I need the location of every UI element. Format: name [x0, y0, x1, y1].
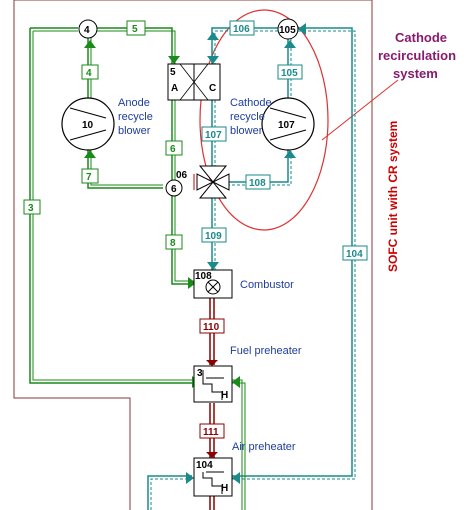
arrow-down-stream5: [168, 56, 180, 64]
arrow-left-stream104-top: [298, 23, 306, 35]
cathode-recycle-blower[interactable]: 107: [261, 97, 315, 151]
arrow-up-stream7: [84, 150, 96, 158]
stream-8: 8: [170, 238, 176, 249]
anode-recycle-blower[interactable]: 10: [61, 97, 115, 151]
component-labels: Anode recycle blower Cathode recycle blo…: [118, 30, 456, 453]
stream-105: 105: [281, 68, 298, 79]
node-6-label: 6: [171, 184, 177, 195]
combustor-id: 108: [195, 271, 212, 282]
fuel-cell-anode: A: [171, 83, 178, 94]
arrow-up-stream4: [84, 40, 96, 48]
air-hx-id: 104: [196, 460, 213, 471]
cathode-blower-label-1: Cathode: [230, 97, 272, 109]
callout-leader: [321, 79, 399, 141]
stream-6: 6: [170, 144, 176, 155]
callout-line-3: system: [393, 66, 438, 81]
air-hx-h: H: [221, 483, 228, 494]
stream-3: 3: [28, 203, 34, 214]
stream-5: 5: [132, 24, 138, 35]
anode-blower-label-1: Anode: [118, 97, 150, 109]
anode-blower-label-2: recycle: [118, 111, 153, 123]
cathode-recirculation-highlight: [199, 9, 329, 231]
cathode-blower-label-3: blower: [230, 125, 263, 137]
anode-blower-label-3: blower: [118, 125, 151, 137]
fuel-hx-h: H: [221, 390, 228, 401]
arrow-right-stream8: [188, 277, 196, 289]
fuel-preheater-label: Fuel preheater: [230, 345, 302, 357]
arrow-up-stream108: [284, 150, 296, 158]
system-title: SOFC unit with CR system: [386, 121, 400, 272]
system-boundary: [13, 0, 131, 510]
combustor-label: Combustor: [240, 279, 294, 291]
arrow-down-stream106: [207, 56, 219, 64]
callout-line-2: recirculation: [378, 48, 456, 63]
fuel-cell[interactable]: 5 A C: [167, 63, 221, 101]
fuel-hx-id: 3: [197, 368, 203, 379]
stream-110: 110: [203, 322, 220, 333]
arrow-right-stream104-in: [186, 472, 194, 484]
arrow-left-fuel-hx: [232, 376, 240, 388]
combustor[interactable]: 108: [193, 269, 233, 299]
node-105-label: 105: [279, 25, 296, 36]
stream-108: 108: [249, 178, 266, 189]
stream-4: 4: [86, 68, 92, 79]
anode-blower-id: 10: [82, 120, 94, 131]
anode-stream-lines: [29, 27, 198, 384]
node-06-label: 06: [176, 170, 188, 181]
exhaust-arrows: [206, 360, 218, 458]
cathode-blower-id: 107: [278, 120, 295, 131]
stream-106: 106: [233, 24, 250, 35]
stream-107: 107: [205, 130, 222, 141]
fuel-preheater[interactable]: 3 H: [193, 365, 233, 403]
arrow-up-stream105: [284, 40, 296, 48]
air-preheater-label: Air preheater: [232, 441, 296, 453]
stream-104: 104: [346, 249, 363, 260]
stream-7: 7: [86, 172, 92, 183]
cathode-blower-label-2: recycle: [230, 111, 265, 123]
node-4-label: 4: [84, 25, 90, 36]
stream-labels: 3 4 5 6 7 8 104 105 106 107 108 109 110 …: [23, 20, 368, 439]
arrow-down-stream109: [207, 262, 219, 270]
stream-111: 111: [203, 427, 219, 438]
node-105: 105: [277, 18, 299, 40]
arrow-left-stream104-bottom: [232, 472, 240, 484]
fuel-cell-id: 5: [170, 67, 176, 78]
node-4: 4: [78, 19, 98, 39]
callout-line-1: Cathode: [395, 30, 447, 45]
stream-109: 109: [205, 231, 222, 242]
three-way-valve[interactable]: [193, 165, 230, 199]
node-6: 6 06: [165, 170, 188, 197]
fuel-cell-cathode: C: [209, 83, 216, 94]
air-preheater[interactable]: 104 H: [193, 457, 233, 497]
arrow-up-stream106-top: [207, 32, 219, 40]
